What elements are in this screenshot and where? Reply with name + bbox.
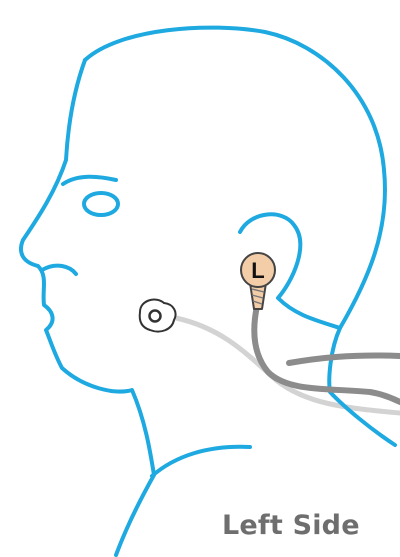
eye-icon: [84, 193, 118, 215]
ear-electrode-marker: L: [251, 258, 264, 283]
ear-clip-cable: [254, 306, 400, 402]
cheek-electrode-icon: [140, 300, 176, 332]
head-outline: [21, 28, 395, 555]
side-label: Left Side: [222, 510, 360, 541]
